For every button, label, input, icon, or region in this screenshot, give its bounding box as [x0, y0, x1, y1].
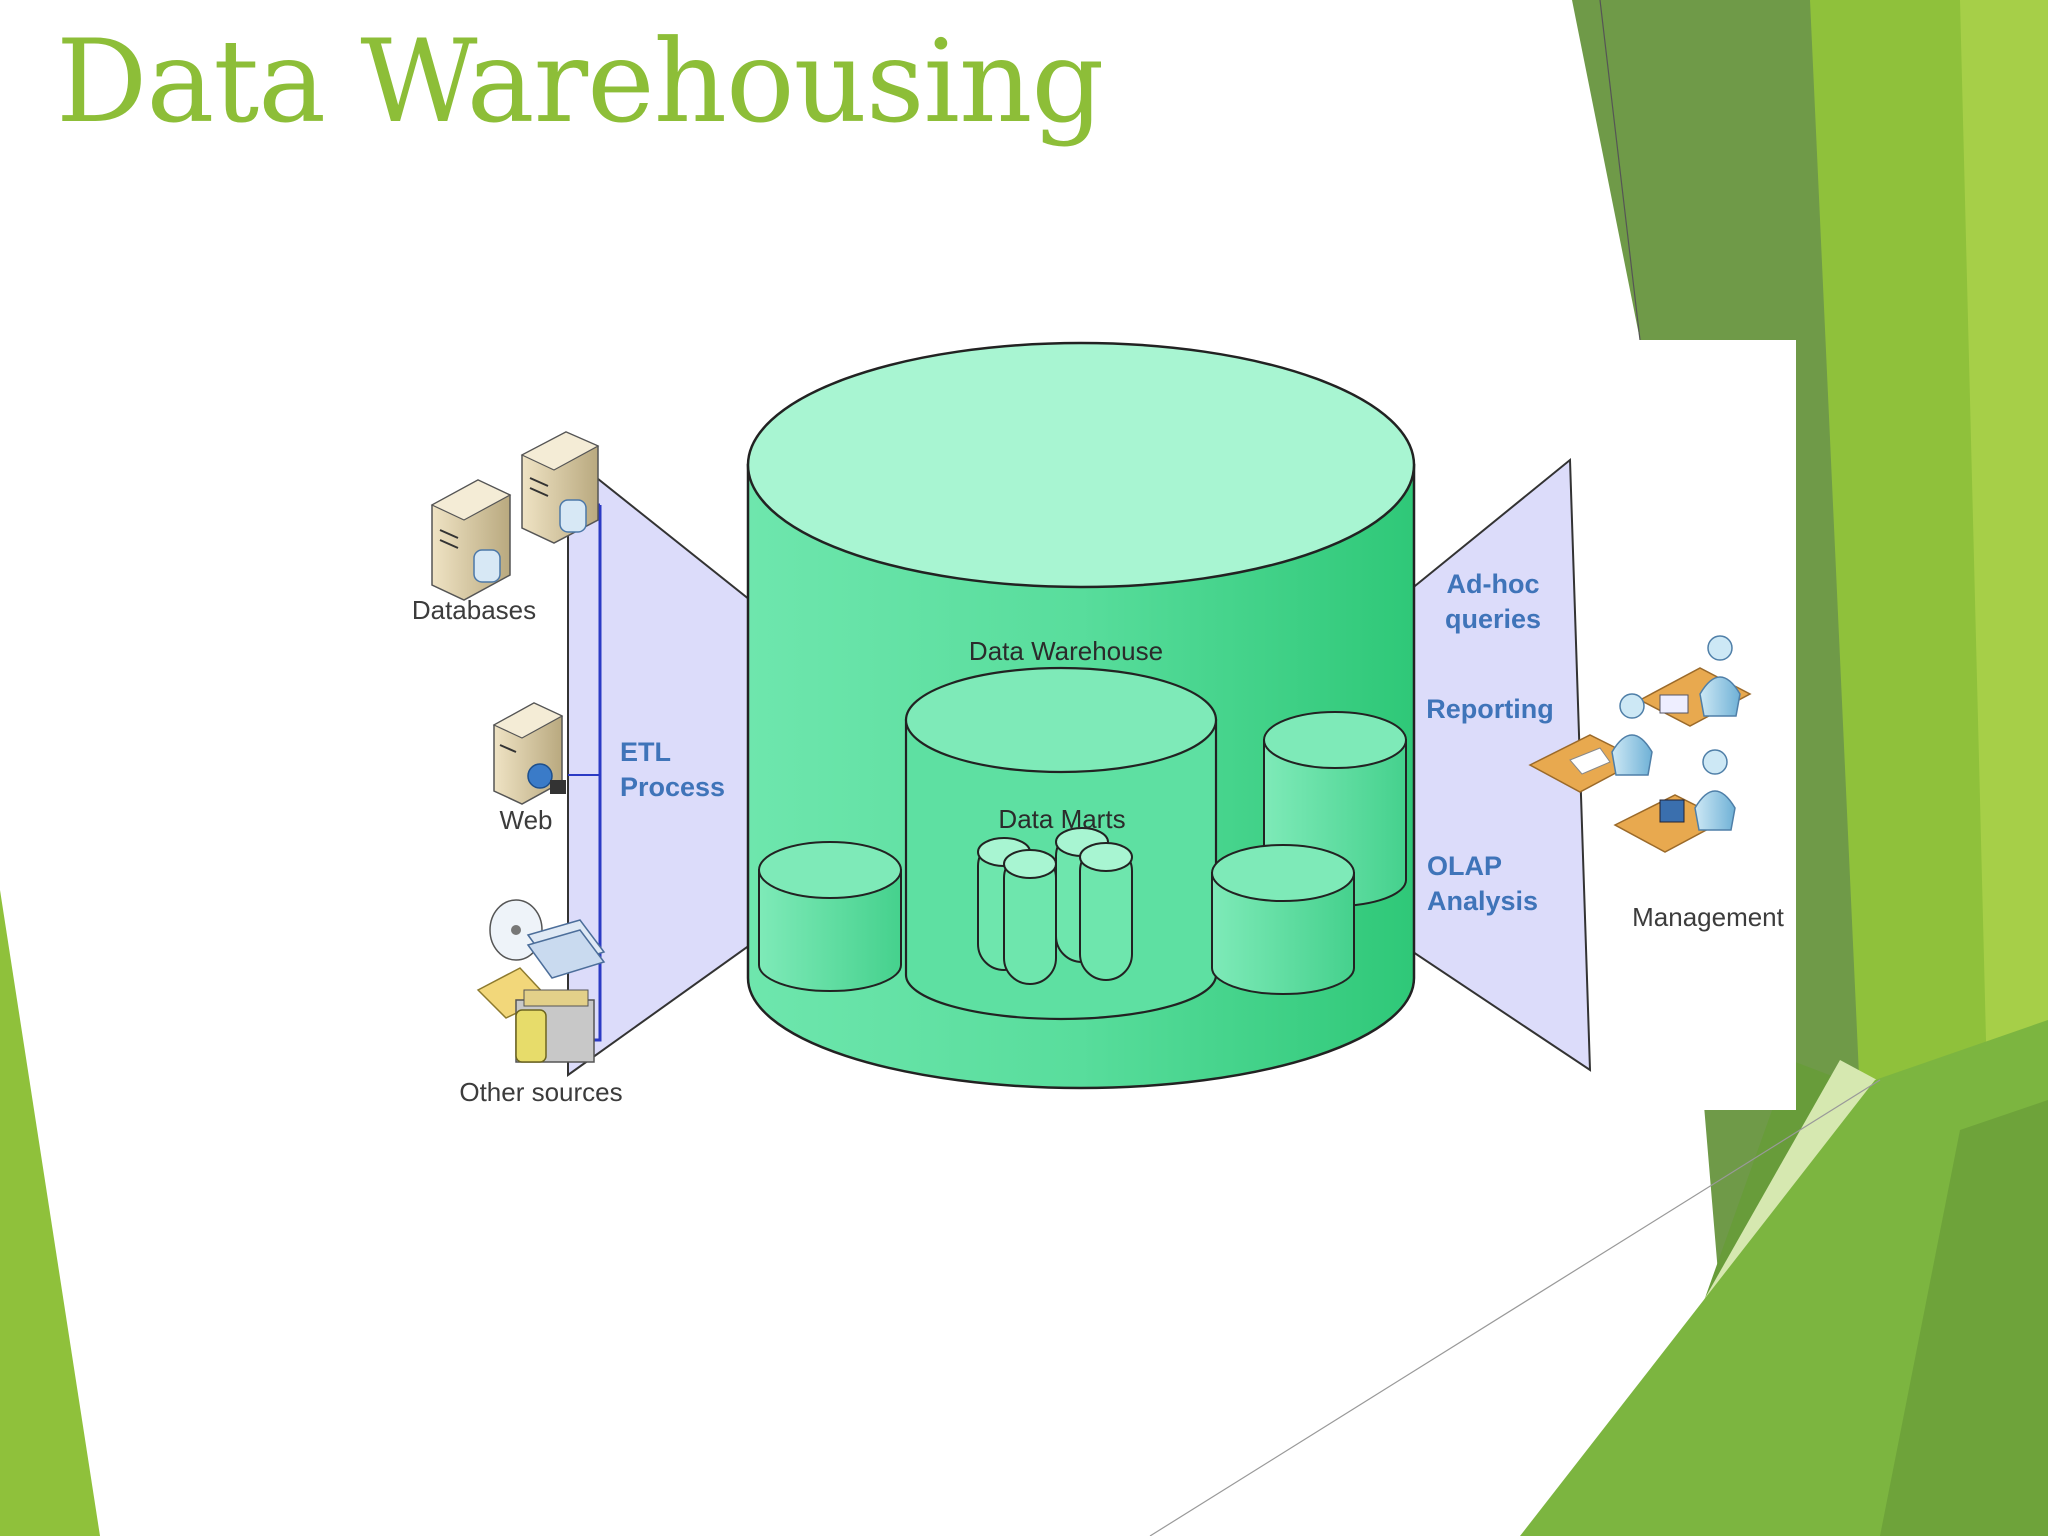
left-green-accent [0, 890, 100, 1536]
small-cylinder-left [758, 841, 902, 992]
mart-pill-2 [1003, 849, 1057, 985]
mart-pill-4 [1079, 842, 1133, 981]
bottom-right-wedge-dark [1880, 1100, 2048, 1536]
adhoc-label-line1: Ad-hoc [1447, 569, 1540, 599]
data-warehouse-label: Data Warehouse [969, 636, 1163, 666]
web-label: Web [500, 805, 553, 835]
etl-label-line1: ETL [620, 737, 671, 767]
database-server-icon [430, 479, 512, 601]
adhoc-label-line2: queries [1445, 604, 1541, 634]
data-marts-label: Data Marts [998, 804, 1125, 834]
thin-line [1149, 1079, 1881, 1536]
slide-title: Data Warehousing [56, 15, 1104, 148]
olap-label-line1: OLAP [1427, 851, 1502, 881]
thin-line [1599, 0, 1641, 341]
databases-label: Databases [412, 595, 536, 625]
olap-label-line2: Analysis [1427, 886, 1538, 916]
web-server-icon [492, 702, 566, 805]
right-panel-bright [1960, 0, 2048, 1250]
other-sources-icon [476, 899, 606, 1063]
diagram-white-panel [1560, 340, 1796, 1110]
management-label: Management [1632, 902, 1785, 932]
small-cylinder-right-bottom [1211, 844, 1355, 995]
etl-label-line2: Process [620, 772, 725, 802]
other-sources-label: Other sources [459, 1077, 622, 1107]
data-marts-cylinder [904, 666, 1218, 1021]
management-people-icon [1528, 635, 1752, 853]
reporting-label: Reporting [1426, 694, 1554, 724]
database-server-icon [520, 431, 600, 544]
